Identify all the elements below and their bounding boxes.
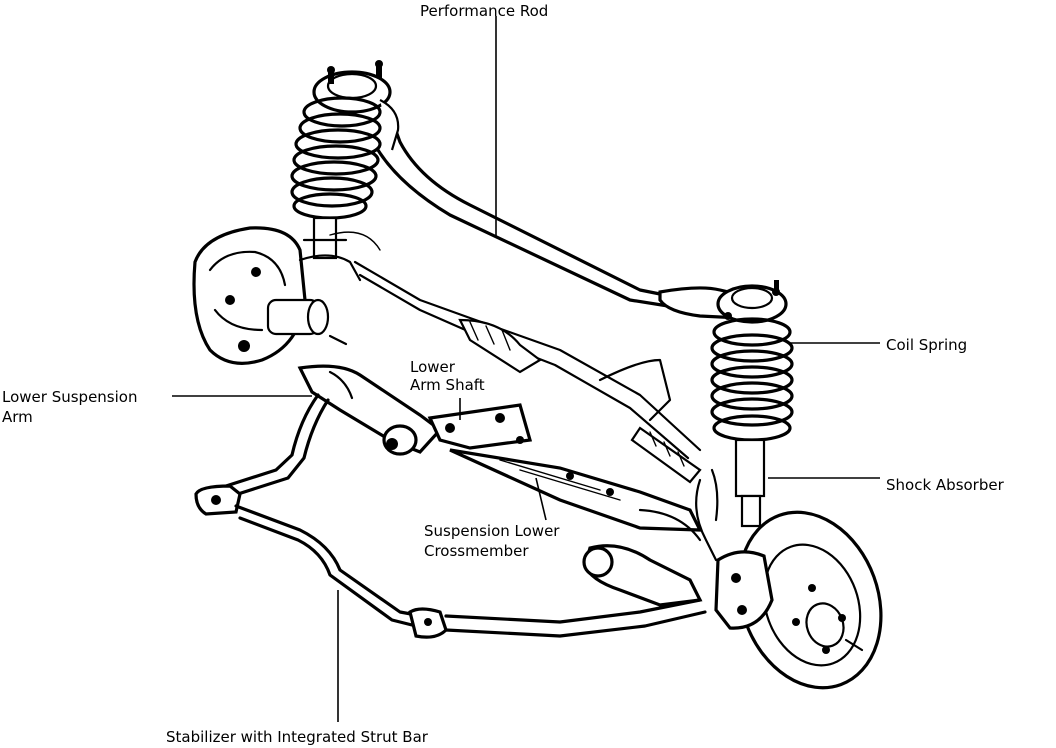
leader-crossmember xyxy=(535,477,547,521)
label-performance-rod: Performance Rod xyxy=(420,2,548,20)
leader-lines xyxy=(172,16,880,722)
right-brake-rotor xyxy=(695,468,883,690)
right-strut-assembly xyxy=(658,280,794,528)
performance-rod xyxy=(376,99,692,308)
right-coil-spring xyxy=(710,317,794,442)
label-lower-suspension-arm-line1: Lower Suspension xyxy=(2,388,137,406)
label-crossmember-line2: Crossmember xyxy=(424,542,529,560)
label-lower-suspension-arm-line2: Arm xyxy=(2,408,33,426)
left-strut-assembly xyxy=(290,60,392,260)
label-crossmember-line1: Suspension Lower xyxy=(424,522,560,540)
stabilizer-bar xyxy=(194,393,707,639)
label-lower-arm-shaft-line1: Lower xyxy=(410,358,456,376)
left-lower-suspension-arm xyxy=(297,364,443,456)
label-stabilizer-bar: Stabilizer with Integrated Strut Bar xyxy=(166,728,429,746)
label-shock-absorber: Shock Absorber xyxy=(886,476,1005,494)
label-coil-spring: Coil Spring xyxy=(886,336,967,354)
label-lower-arm-shaft-line2: Arm Shaft xyxy=(410,376,485,394)
steering-rack xyxy=(353,260,702,484)
left-knuckle-brake xyxy=(192,226,381,365)
left-coil-spring xyxy=(290,96,382,220)
suspension-lower-crossmember xyxy=(427,403,703,532)
